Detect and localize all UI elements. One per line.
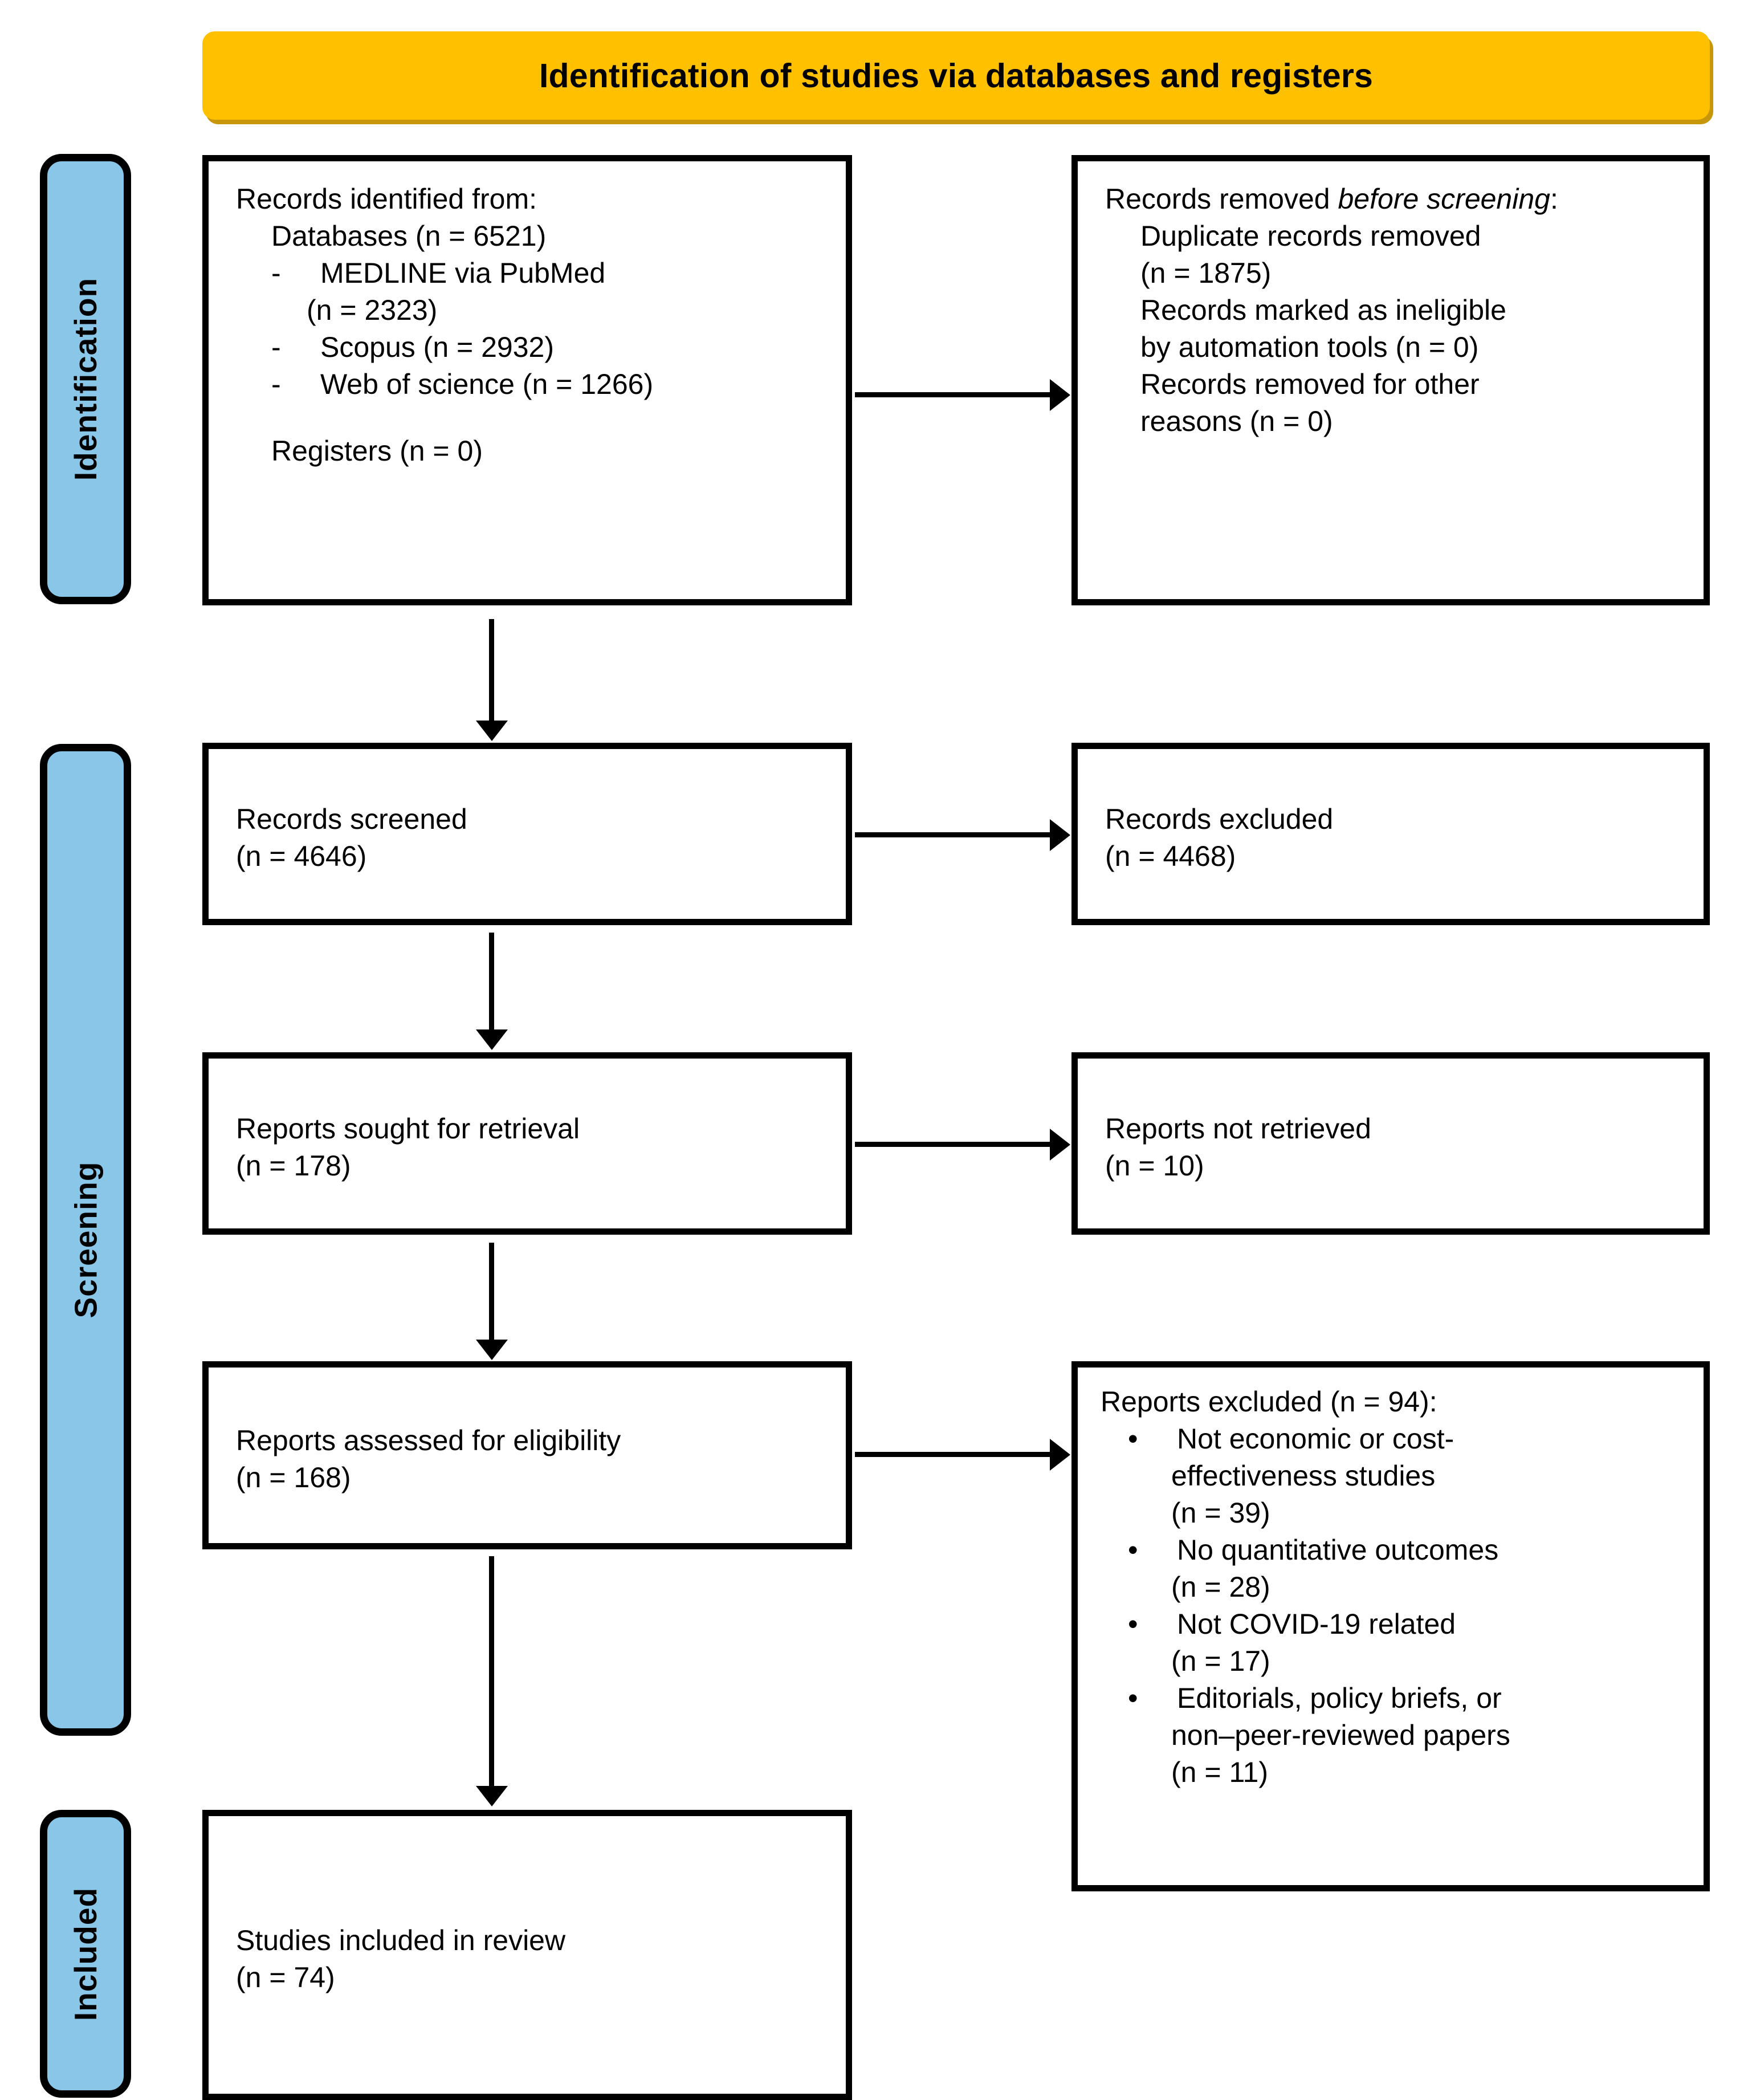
records-screened-count: (n = 4646) <box>236 840 367 872</box>
records-excluded-count: (n = 4468) <box>1105 840 1236 872</box>
source-label: Web of science (n = 1266) <box>320 368 654 400</box>
bullet-icon: • <box>1128 1608 1138 1640</box>
exclusion-reason-text: Editorials, policy briefs, or <box>1177 1682 1502 1714</box>
studies-included-count: (n = 74) <box>236 1961 335 1993</box>
bullet-icon: • <box>1128 1534 1138 1566</box>
arrow-assessed-to-included <box>489 1556 494 1787</box>
diagram-header-banner: Identification of studies via databases … <box>202 31 1710 120</box>
source-label: Scopus (n = 2932) <box>320 331 554 363</box>
stage-label-identification: Identification <box>68 277 104 481</box>
box-reports-not-retrieved: Reports not retrieved (n = 10) <box>1071 1052 1710 1235</box>
box-records-excluded: Records excluded (n = 4468) <box>1071 743 1710 925</box>
removed-item: Records marked as ineligible <box>1140 294 1506 326</box>
removed-item: by automation tools (n = 0) <box>1140 331 1479 363</box>
stage-bar-identification: Identification <box>40 154 131 604</box>
exclusion-reason-item: • Not economic or cost- <box>1101 1421 1686 1458</box>
stage-label-screening: Screening <box>68 1161 103 1318</box>
arrow-sought-to-not-retrieved <box>855 1142 1051 1147</box>
exclusion-reason-count: (n = 17) <box>1171 1645 1270 1677</box>
records-identified-registers: Registers (n = 0) <box>271 435 483 467</box>
exclusion-reason-count: (n = 11) <box>1171 1756 1268 1788</box>
reports-not-retrieved-count: (n = 10) <box>1105 1150 1204 1182</box>
records-identified-databases: Databases (n = 6521) <box>271 220 547 252</box>
records-identified-heading: Records identified from: <box>236 183 537 215</box>
box-reports-excluded-reasons: Reports excluded (n = 94): • Not economi… <box>1071 1361 1710 1891</box>
box-reports-sought-for-retrieval: Reports sought for retrieval (n = 178) <box>202 1052 852 1235</box>
reports-excluded-heading: Reports excluded (n = 94): <box>1101 1386 1437 1418</box>
records-removed-heading: Records removed before screening: <box>1105 183 1558 215</box>
records-excluded-label: Records excluded <box>1105 803 1334 835</box>
removed-item: reasons (n = 0) <box>1140 405 1333 437</box>
bullet-icon: • <box>1128 1682 1138 1714</box>
exclusion-reason-count: (n = 39) <box>1171 1497 1270 1529</box>
exclusion-reason-count: (n = 28) <box>1171 1571 1270 1603</box>
exclusion-reason-item: • No quantitative outcomes <box>1101 1532 1686 1569</box>
spacer <box>236 403 829 433</box>
reports-assessed-label: Reports assessed for eligibility <box>236 1425 621 1456</box>
source-count: (n = 2323) <box>307 294 438 326</box>
removed-item: Duplicate records removed <box>1140 220 1481 252</box>
box-reports-assessed-for-eligibility: Reports assessed for eligibility (n = 16… <box>202 1361 852 1549</box>
source-item: - Web of science (n = 1266) <box>236 366 829 403</box>
removed-item: (n = 1875) <box>1140 257 1272 289</box>
removed-item: Records removed for other <box>1140 368 1480 400</box>
page-title: Identification of studies via databases … <box>539 56 1374 95</box>
box-records-screened: Records screened (n = 4646) <box>202 743 852 925</box>
reports-assessed-count: (n = 168) <box>236 1462 351 1493</box>
arrow-sought-to-assessed <box>489 1243 494 1341</box>
source-item: - MEDLINE via PubMed <box>236 255 829 292</box>
exclusion-reason-text: effectiveness studies <box>1171 1460 1436 1492</box>
box-records-removed-before-screening: Records removed before screening: Duplic… <box>1071 155 1710 605</box>
dash-icon: - <box>271 257 281 289</box>
stage-bar-screening: Screening <box>40 744 131 1736</box>
reports-sought-label: Reports sought for retrieval <box>236 1113 580 1145</box>
exclusion-reason-text: Not COVID-19 related <box>1177 1608 1456 1640</box>
arrow-identified-to-screened <box>489 619 494 722</box>
arrow-identified-to-removed <box>855 392 1051 397</box>
source-item: - Scopus (n = 2932) <box>236 329 829 366</box>
exclusion-reason-item: • Not COVID-19 related <box>1101 1606 1686 1643</box>
exclusion-reason-item: • Editorials, policy briefs, or <box>1101 1680 1686 1717</box>
exclusion-reason-text: Not economic or cost- <box>1177 1423 1454 1455</box>
arrow-screened-to-excluded <box>855 832 1051 837</box>
studies-included-label: Studies included in review <box>236 1924 566 1956</box>
source-label: MEDLINE via PubMed <box>320 257 606 289</box>
reports-not-retrieved-label: Reports not retrieved <box>1105 1113 1371 1145</box>
arrow-screened-to-sought <box>489 933 494 1031</box>
stage-label-included: Included <box>68 1887 103 2021</box>
bullet-icon: • <box>1128 1423 1138 1455</box>
exclusion-reason-text: non–peer-reviewed papers <box>1171 1719 1510 1751</box>
records-screened-label: Records screened <box>236 803 467 835</box>
box-studies-included-in-review: Studies included in review (n = 74) <box>202 1810 852 2100</box>
dash-icon: - <box>271 368 281 400</box>
reports-sought-count: (n = 178) <box>236 1150 351 1182</box>
arrow-assessed-to-reports-excluded <box>855 1452 1051 1457</box>
stage-bar-included: Included <box>40 1810 131 2098</box>
dash-icon: - <box>271 331 281 363</box>
box-records-identified: Records identified from: Databases (n = … <box>202 155 852 605</box>
exclusion-reason-text: No quantitative outcomes <box>1177 1534 1499 1566</box>
